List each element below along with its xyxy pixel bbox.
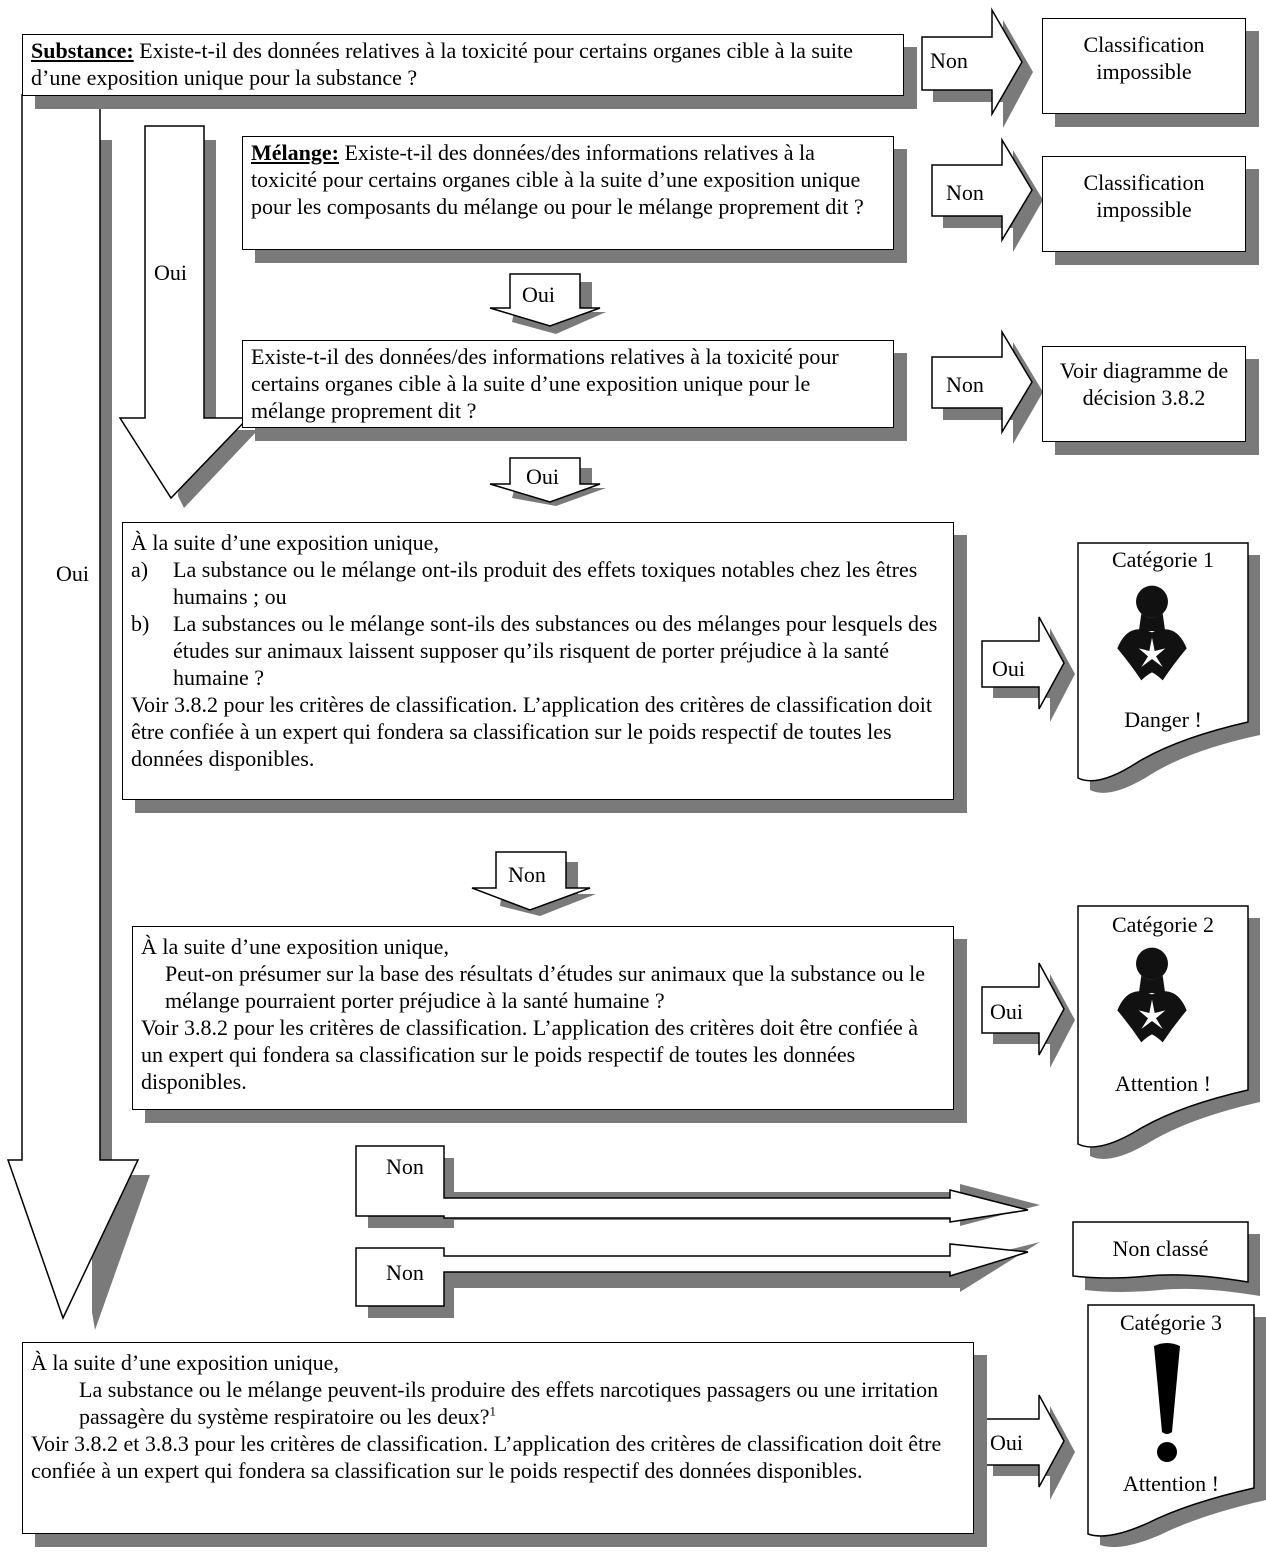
question-category-2: À la suite d’une exposition unique, Peut…: [132, 926, 954, 1110]
cat1-title: Catégorie 1: [1111, 547, 1215, 572]
cat1-option-a-text: La substance ou le mélange ont-ils produ…: [173, 557, 918, 609]
result-classification-impossible-2: Classification impossible: [1042, 156, 1246, 252]
arrow-label-non: Non: [386, 1260, 424, 1285]
not-classified-label: Non classé: [1112, 1236, 1209, 1261]
non-arrow-3: [931, 329, 1043, 444]
cat1-option-b-text: La substances ou le mélange sont-ils des…: [173, 611, 938, 690]
arrow-label-oui: Oui: [990, 999, 1023, 1024]
oui-arrow-mixture: [118, 125, 258, 508]
arrow-label-non: Non: [508, 862, 546, 887]
not-classified-shape: [1072, 1221, 1260, 1296]
cat1-option-a: a) La substance ou le mélange ont-ils pro…: [131, 556, 945, 610]
arrow-label-oui: Oui: [56, 561, 89, 586]
mixture-label: Mélange:: [251, 140, 339, 165]
footnote-mark: 1: [489, 1403, 497, 1419]
cat3-question: La substance ou le mélange peuvent-ils p…: [79, 1377, 939, 1429]
question-substance: Substance: Existe-t-il des données relat…: [22, 34, 904, 96]
cat2-title: Catégorie 2: [1111, 912, 1215, 937]
cat1-option-a-key: a): [131, 557, 149, 582]
cat1-criteria-note: Voir 3.8.2 pour les critères de classifi…: [131, 692, 932, 771]
result-text: Classification impossible: [1083, 32, 1205, 84]
question-category-3: À la suite d’une exposition unique, La s…: [22, 1342, 974, 1534]
cat2-intro: À la suite d’une exposition unique,: [141, 934, 449, 959]
cat1-option-b: b) La substances ou le mélange sont-ils d…: [131, 610, 945, 691]
cat3-title: Catégorie 3: [1119, 1310, 1223, 1335]
cat3-criteria-note: Voir 3.8.2 et 3.8.3 pour les critères de…: [31, 1431, 942, 1483]
arrow-label-non: Non: [930, 48, 968, 73]
oui-arrow-cat2: [981, 962, 1075, 1068]
arrow-label-non: Non: [386, 1154, 424, 1179]
non-arrow-2: [931, 137, 1043, 252]
question-mixture: Mélange: Existe-t-il des données/des inf…: [242, 136, 894, 250]
cat1-intro: À la suite d’une exposition unique,: [131, 530, 439, 555]
mixture-itself-question-text: Existe-t-il des données/des informations…: [251, 344, 839, 423]
cat3-result-shape: [1087, 1304, 1266, 1548]
result-text: Voir diagramme de décision 3.8.2: [1059, 358, 1229, 410]
mixture-question-text: Existe-t-il des données/des informations…: [251, 140, 864, 219]
arrow-label-oui: Oui: [522, 282, 555, 307]
cat2-criteria-note: Voir 3.8.2 pour les critères de classifi…: [141, 1015, 919, 1094]
oui-arrow-cat1: [981, 616, 1075, 722]
exclamation-mark-icon: [1154, 1343, 1180, 1462]
question-category-1: À la suite d’une exposition unique, a) La…: [122, 522, 954, 800]
cat2-signal-word: Attention !: [1115, 1071, 1211, 1096]
question-mixture-itself: Existe-t-il des données/des informations…: [242, 340, 894, 428]
cat3-signal-word: Attention !: [1123, 1471, 1219, 1496]
result-text: Classification impossible: [1083, 170, 1205, 222]
cat1-option-b-key: b): [131, 611, 150, 636]
result-see-decision-diagram: Voir diagramme de décision 3.8.2: [1042, 346, 1246, 442]
non-arrow-small-cat1: [471, 851, 596, 916]
cat1-signal-word: Danger !: [1124, 707, 1202, 732]
arrow-label-non: Non: [946, 180, 984, 205]
oui-arrow-cat3: [981, 1394, 1075, 1500]
non-arrow-cat3-to-not-classified: [355, 1242, 1040, 1318]
arrow-label-oui: Oui: [154, 260, 187, 285]
result-classification-impossible-1: Classification impossible: [1042, 18, 1246, 114]
oui-arrow-small-1: [489, 273, 606, 334]
arrow-label-oui: Oui: [992, 656, 1025, 681]
cat2-question: Peut-on présumer sur la base des résulta…: [165, 961, 926, 1013]
oui-arrow-substance: [6, 94, 150, 1330]
arrow-label-non: Non: [946, 372, 984, 397]
arrow-label-oui: Oui: [990, 1430, 1023, 1455]
oui-arrow-small-2: [489, 457, 606, 506]
substance-question-text: Existe-t-il des données relatives à la t…: [31, 38, 853, 90]
arrow-label-oui: Oui: [526, 464, 559, 489]
substance-label: Substance:: [31, 38, 134, 63]
non-arrow-cat2-to-not-classified: [355, 1145, 1040, 1228]
cat3-intro: À la suite d’une exposition unique,: [31, 1350, 339, 1375]
non-arrow-1: [921, 7, 1033, 128]
